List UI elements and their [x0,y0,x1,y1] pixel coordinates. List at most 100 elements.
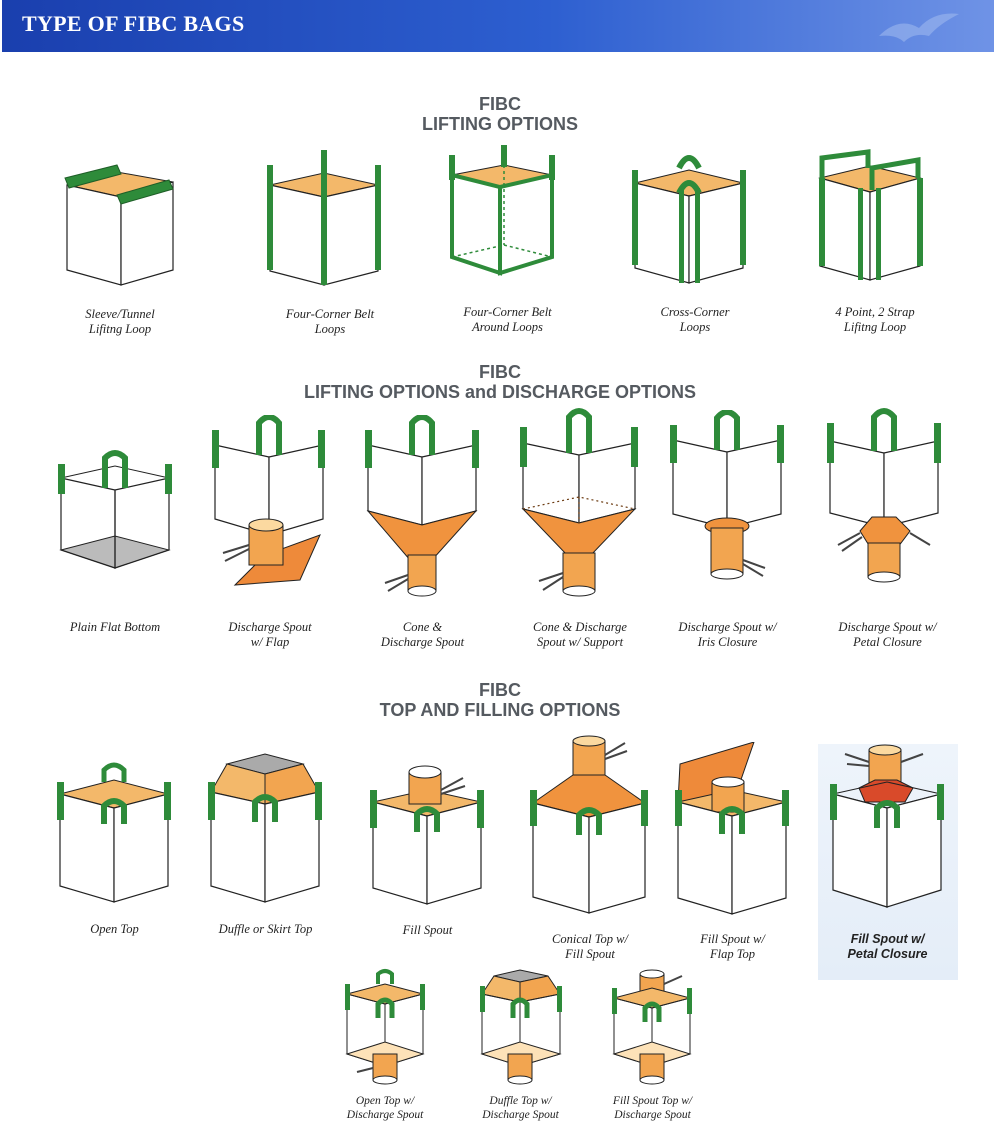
caption-open-discharge-line2: Discharge Spout [346,1109,424,1121]
caption-conical-top-line2: Fill Spout [565,947,615,961]
caption-spout-iris-line1: Discharge Spout w/ [678,620,777,634]
caption-open-top: Open Top [52,922,177,937]
header-banner: TYPE OF FIBC BAGS [2,0,994,52]
caption-open-discharge-line1: Open Top w/ [355,1095,415,1107]
caption-sleeve-line2: Lifitng Loop [88,322,152,336]
caption-cone-spout-line1: Cone & [402,620,443,634]
caption-fill-spout-line1: Fill Spout [402,923,453,937]
caption-cone-spout-line2: Discharge Spout [380,635,465,649]
caption-fill-petal: Fill Spout w/ Petal Closure [825,932,950,962]
caption-fillspout-discharge-line1: Fill Spout Top w/ [612,1095,693,1107]
figure-fill-petal: Fill Spout w/ Petal Closure [825,742,950,964]
caption-cross-corner: Cross-Corner Loops [625,305,765,335]
caption-fill-petal-line1: Fill Spout w/ [850,932,925,946]
figure-sleeve-tunnel: Sleeve/Tunnel Lifitng Loop [55,150,185,345]
figure-four-corner: Four-Corner Belt Loops [260,145,400,345]
caption-spout-petal-line2: Petal Closure [853,635,922,649]
cone-spout-bag-icon [365,415,479,597]
caption-duffle-discharge: Duffle Top w/ Discharge Spout [468,1094,573,1122]
spout-petal-bag-icon [827,408,941,583]
figure-fill-flap: Fill Spout w/ Flap Top [670,742,795,964]
plain-flat-bag-icon [58,450,172,569]
fill-petal-bag-icon [830,744,944,908]
caption-duffle-top: Duffle or Skirt Top [203,922,328,937]
caption-duffle-discharge-line1: Duffle Top w/ [489,1095,552,1107]
fillspout-discharge-bag-icon [612,969,692,1085]
caption-spout-flap: Discharge Spout w/ Flap [205,620,335,650]
caption-duffle-discharge-line2: Discharge Spout [482,1109,559,1121]
caption-four-corner-line2: Loops [314,322,346,336]
caption-four-point: 4 Point, 2 Strap Lifitng Loop [810,305,940,335]
caption-sleeve: Sleeve/Tunnel Lifitng Loop [55,307,185,337]
caption-fill-flap-line1: Fill Spout w/ [700,932,765,946]
conical-top-bag-icon [530,735,648,914]
duffle-top-bag-icon [208,753,322,903]
caption-four-point-line2: Lifitng Loop [843,320,907,334]
figure-duffle-top: Duffle or Skirt Top [203,752,328,942]
four-corner-around-bag-icon [449,145,555,276]
section-lifting-line1: FIBC [479,94,521,114]
figure-cone-support: Cone & Discharge Spout w/ Support [515,405,645,655]
figure-four-corner-around: Four-Corner Belt Around Loops [440,145,575,345]
figure-cross-corner: Cross-Corner Loops [625,148,765,343]
caption-conical-top: Conical Top w/ Fill Spout [525,932,655,962]
fill-flap-bag-icon [675,742,789,915]
caption-fill-spout: Fill Spout [365,923,490,938]
caption-spout-petal: Discharge Spout w/ Petal Closure [820,620,955,650]
section-lifting-line2: LIFTING OPTIONS [422,114,578,134]
fill-spout-bag-icon [370,765,484,905]
section-top-line2: TOP AND FILLING OPTIONS [379,700,621,720]
caption-cross-corner-line2: Loops [679,320,711,334]
figure-spout-petal: Discharge Spout w/ Petal Closure [820,405,955,655]
caption-fillspout-discharge: Fill Spout Top w/ Discharge Spout [600,1094,705,1122]
caption-cross-corner-line1: Cross-Corner [660,305,730,319]
open-discharge-bag-icon [345,969,425,1085]
caption-spout-flap-line1: Discharge Spout [228,620,312,634]
section-lifting-title: FIBC LIFTING OPTIONS [0,94,1000,134]
four-corner-bag-icon [267,150,381,286]
caption-cone-spout: Cone & Discharge Spout [360,620,485,650]
caption-cone-support: Cone & Discharge Spout w/ Support [515,620,645,650]
caption-open-top-line1: Open Top [90,922,139,936]
figure-plain-flat: Plain Flat Bottom [55,450,175,640]
figure-spout-flap: Discharge Spout w/ Flap [205,415,335,655]
caption-four-corner-around: Four-Corner Belt Around Loops [440,305,575,335]
open-top-bag-icon [57,762,171,903]
caption-duffle-top-line1: Duffle or Skirt Top [218,922,313,936]
section-discharge-line1: FIBC [479,362,521,382]
caption-spout-iris: Discharge Spout w/ Iris Closure [665,620,790,650]
caption-four-corner: Four-Corner Belt Loops [260,307,400,337]
section-top-title: FIBC TOP AND FILLING OPTIONS [0,680,1000,720]
cross-corner-bag-icon [632,155,746,284]
caption-fill-flap-line2: Flap Top [709,947,756,961]
caption-conical-top-line1: Conical Top w/ [552,932,628,946]
caption-cone-support-line1: Cone & Discharge [533,620,627,634]
spout-flap-bag-icon [212,415,325,586]
four-point-bag-icon [818,149,923,281]
figure-spout-iris: Discharge Spout w/ Iris Closure [665,410,790,655]
caption-fillspout-discharge-line2: Discharge Spout [614,1109,691,1121]
caption-four-corner-around-line1: Four-Corner Belt [463,305,552,319]
section-discharge-title: FIBC LIFTING OPTIONS and DISCHARGE OPTIO… [0,362,1000,402]
figure-conical-top: Conical Top w/ Fill Spout [525,735,655,965]
duffle-discharge-bag-icon [480,969,562,1085]
figure-cone-spout: Cone & Discharge Spout [360,415,485,655]
figure-open-top: Open Top [52,762,177,942]
section-discharge-line2: LIFTING OPTIONS and DISCHARGE OPTIONS [303,382,697,402]
caption-plain-flat: Plain Flat Bottom [55,620,175,635]
caption-spout-petal-line1: Discharge Spout w/ [838,620,937,634]
page-title: TYPE OF FIBC BAGS [22,11,245,36]
figure-four-point: 4 Point, 2 Strap Lifitng Loop [810,148,940,343]
caption-four-corner-around-line2: Around Loops [472,320,543,334]
caption-spout-flap-line2: w/ Flap [250,635,290,649]
bird-watermark-icon [879,13,959,42]
figure-open-discharge: Open Top w/ Discharge Spout [335,968,435,1128]
section-top-line1: FIBC [479,680,521,700]
caption-open-discharge: Open Top w/ Discharge Spout [335,1094,435,1122]
figure-fill-spout: Fill Spout [365,762,490,942]
caption-fill-petal-line2: Petal Closure [847,947,928,961]
caption-fill-flap: Fill Spout w/ Flap Top [670,932,795,962]
figure-duffle-discharge: Duffle Top w/ Discharge Spout [468,968,573,1128]
caption-sleeve-line1: Sleeve/Tunnel [85,307,155,321]
caption-plain-flat-line1: Plain Flat Bottom [69,620,161,634]
